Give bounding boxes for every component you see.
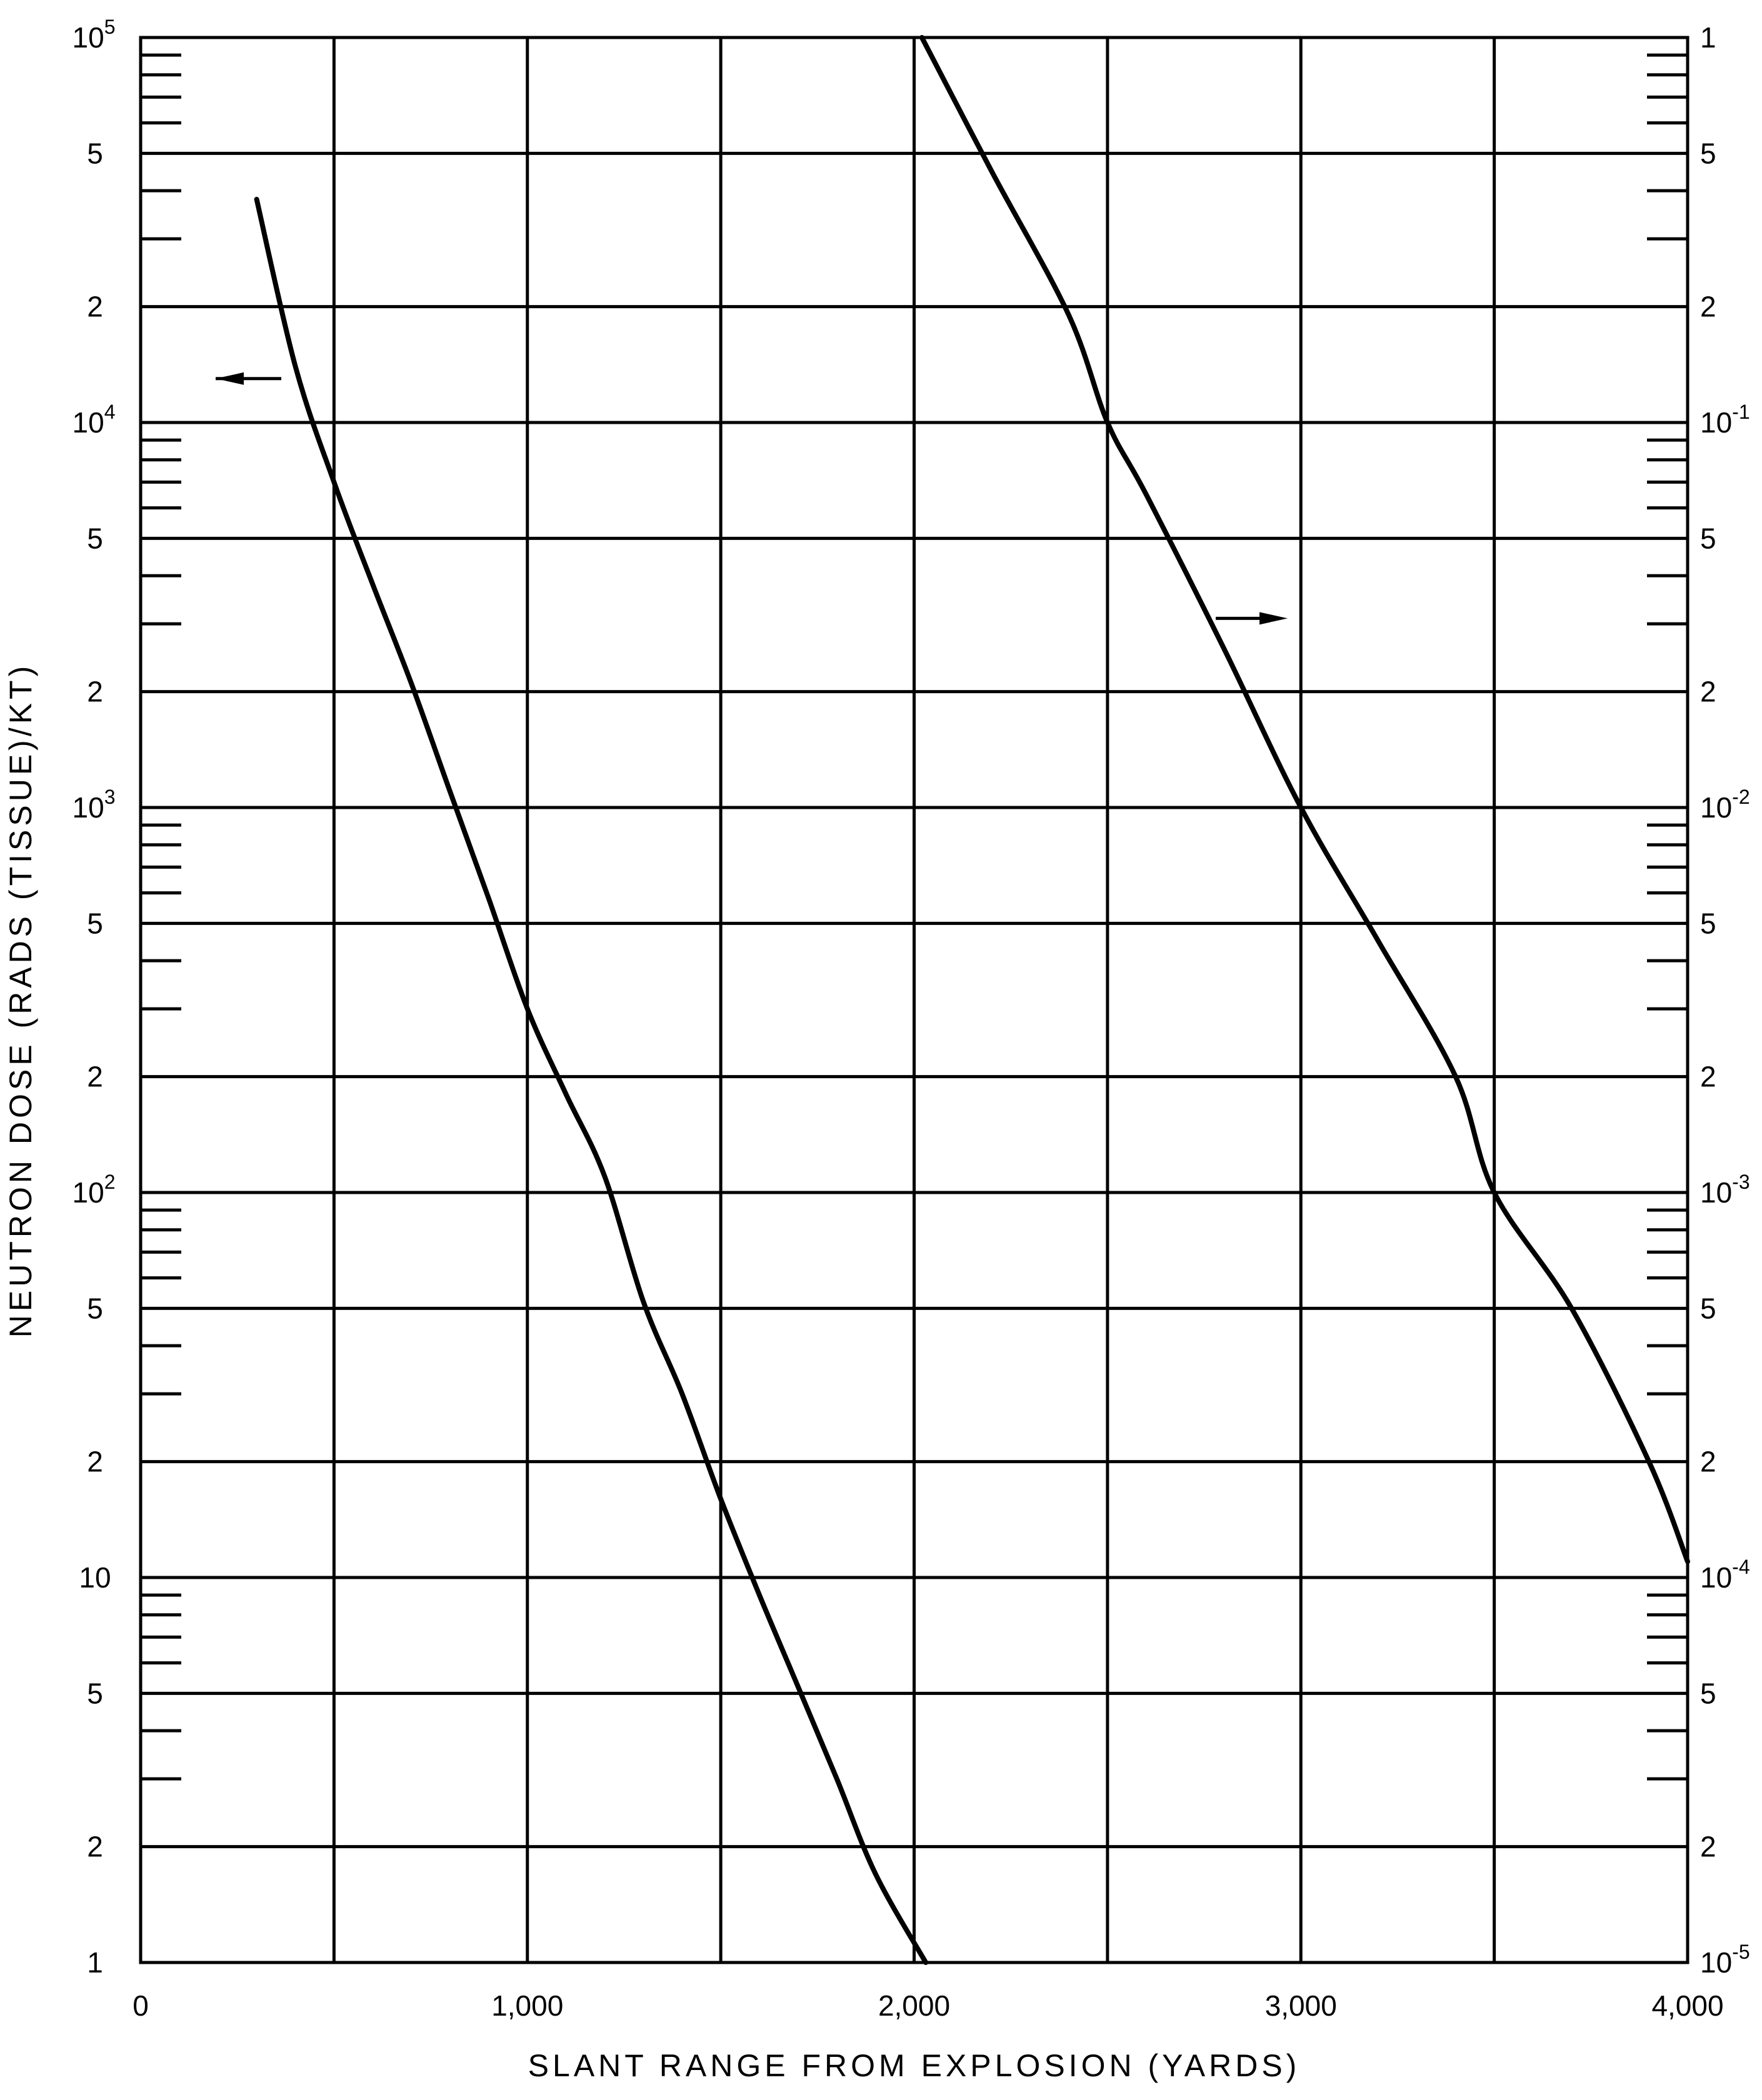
right-y-tick-label: 2 bbox=[1700, 1831, 1716, 1863]
left-y-tick-label: 2 bbox=[87, 676, 103, 708]
right-y-tick-label-exponent: -2 bbox=[1732, 786, 1749, 808]
right-y-tick-label: 5 bbox=[1700, 907, 1716, 939]
right-y-tick-label: 5 bbox=[1700, 522, 1716, 554]
left-y-tick-label: 103 bbox=[73, 786, 116, 824]
axis-indicator-arrows bbox=[216, 372, 1288, 625]
right-y-tick-label-exponent: -5 bbox=[1732, 1941, 1749, 1963]
left-y-tick-label: 5 bbox=[87, 1677, 103, 1709]
right-indicator-arrow-head bbox=[1259, 612, 1288, 625]
left-y-tick-label: 10 bbox=[79, 1561, 111, 1594]
x-tick-label: 0 bbox=[133, 1989, 149, 2022]
right-y-tick-label-exponent: -1 bbox=[1732, 401, 1749, 423]
minor-ticks bbox=[141, 53, 1688, 1781]
plot-frame bbox=[139, 36, 1689, 1964]
left-y-tick-label-exponent: 3 bbox=[104, 786, 116, 808]
right-y-tick-label-exponent: -3 bbox=[1732, 1171, 1749, 1193]
x-tick-label: 4,000 bbox=[1651, 1989, 1723, 2022]
left-y-tick-label-exponent: 4 bbox=[104, 401, 116, 423]
left-y-tick-label: 5 bbox=[87, 137, 103, 169]
right-y-tick-label: 5 bbox=[1700, 1292, 1716, 1324]
left-y-tick-label: 105 bbox=[73, 16, 116, 54]
right-y-tick-label: 2 bbox=[1700, 1446, 1716, 1478]
left-y-tick-label: 1 bbox=[87, 1946, 103, 1979]
left-y-tick-label: 5 bbox=[87, 1292, 103, 1324]
x-tick-label: 1,000 bbox=[491, 1989, 563, 2022]
left-y-tick-label: 2 bbox=[87, 1446, 103, 1478]
right-y-tick-label: 5 bbox=[1700, 137, 1716, 169]
series-line-right-axis bbox=[919, 35, 1690, 1564]
left-y-tick-label-exponent: 2 bbox=[104, 1171, 116, 1193]
x-tick-label: 3,000 bbox=[1265, 1989, 1337, 2022]
left-y-tick-label: 2 bbox=[87, 1831, 103, 1863]
x-tick-label: 2,000 bbox=[878, 1989, 950, 2022]
right-y-tick-label: 1 bbox=[1700, 21, 1716, 54]
x-axis-tick-labels: 0 1,000 2,000 3,000 4,000 bbox=[133, 1989, 1723, 2022]
y-axis-title: NEUTRON DOSE (RADS (TISSUE)/KT) bbox=[3, 662, 38, 1338]
right-y-tick-label: 2 bbox=[1700, 1061, 1716, 1093]
series-line-left-axis bbox=[254, 196, 929, 1965]
left-y-tick-label: 5 bbox=[87, 907, 103, 939]
left-y-tick-label: 2 bbox=[87, 1061, 103, 1093]
right-y-tick-label: 5 bbox=[1700, 1677, 1716, 1709]
right-y-tick-label: 2 bbox=[1700, 676, 1716, 708]
data-series bbox=[254, 35, 1690, 1965]
left-y-tick-label: 2 bbox=[87, 291, 103, 323]
x-axis-title: SLANT RANGE FROM EXPLOSION (YARDS) bbox=[528, 2048, 1301, 2083]
left-y-tick-label-exponent: 5 bbox=[104, 16, 116, 38]
left-y-tick-label: 5 bbox=[87, 522, 103, 554]
right-y-tick-label-exponent: -4 bbox=[1732, 1556, 1749, 1578]
right-y-tick-label: 2 bbox=[1700, 291, 1716, 323]
right-y-tick-label: 10-1 bbox=[1700, 401, 1750, 439]
